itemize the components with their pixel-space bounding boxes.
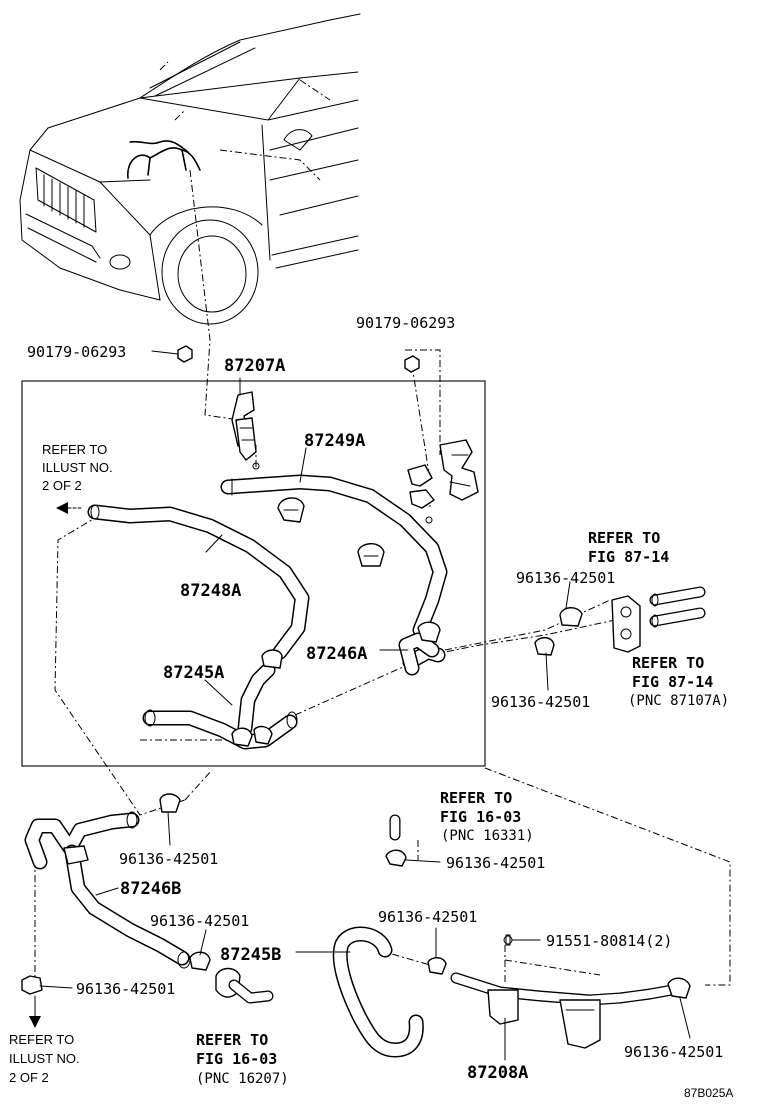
hose-87249A bbox=[220, 474, 448, 638]
ref-fig1603-mid-3: (PNC 16331) bbox=[441, 828, 534, 844]
reference-notes: REFER TO ILLUST NO. 2 OF 2 REFER TO FIG … bbox=[9, 442, 729, 1087]
ref-fig8714-lower-3: (PNC 87107A) bbox=[628, 693, 729, 709]
label-87208A: 87208A bbox=[467, 1063, 528, 1083]
label-96136-right-upper: 96136-42501 bbox=[516, 569, 615, 587]
label-87245A: 87245A bbox=[163, 663, 224, 683]
label-96136-left-1: 96136-42501 bbox=[119, 850, 218, 868]
ref-illust-lower-1: REFER TO bbox=[9, 1032, 74, 1047]
illustration-code: 87B025A bbox=[684, 1086, 733, 1100]
hose-87248A bbox=[87, 504, 310, 660]
label-87245B: 87245B bbox=[220, 945, 281, 965]
ref-fig8714-upper-1: REFER TO bbox=[588, 529, 660, 547]
label-90179-right: 90179-06293 bbox=[356, 314, 455, 332]
bracket-right bbox=[407, 439, 479, 524]
label-96136-left-2: 96136-42501 bbox=[150, 912, 249, 930]
label-96136-mid-2: 96136-42501 bbox=[378, 908, 477, 926]
hose-87246B bbox=[24, 811, 191, 969]
group-frame bbox=[21, 380, 486, 767]
label-leaders bbox=[39, 350, 691, 1061]
ref-illust-lower-2: ILLUST NO. bbox=[9, 1051, 80, 1066]
ref-fig8714-lower-1: REFER TO bbox=[632, 654, 704, 672]
label-91551: 91551-80814(2) bbox=[546, 932, 672, 950]
ref-illust-upper-2: ILLUST NO. bbox=[42, 460, 113, 475]
bracket-87207A bbox=[231, 391, 260, 470]
vehicle-illustration bbox=[19, 13, 361, 325]
label-87207A: 87207A bbox=[224, 356, 285, 376]
connector-right bbox=[611, 586, 706, 653]
ref-illust-lower-3: 2 OF 2 bbox=[9, 1070, 49, 1085]
direction-arrows bbox=[29, 502, 83, 1028]
hose-87246A bbox=[398, 632, 446, 676]
label-90179-left: 90179-06293 bbox=[27, 343, 126, 361]
ref-fig1603-bottom-2: FIG 16-03 bbox=[196, 1050, 277, 1068]
label-96136-right-bottom: 96136-42501 bbox=[624, 1043, 723, 1061]
pipe-87208A bbox=[450, 934, 691, 1049]
ref-fig1603-mid-2: FIG 16-03 bbox=[440, 808, 521, 826]
label-87248A: 87248A bbox=[180, 581, 241, 601]
ref-fig1603-mid-1: REFER TO bbox=[440, 789, 512, 807]
ref-fig8714-upper-2: FIG 87-14 bbox=[588, 548, 669, 566]
ref-illust-upper-3: 2 OF 2 bbox=[42, 478, 82, 493]
part-labels: 90179-06293 90179-06293 87207A 87249A 87… bbox=[27, 314, 723, 1083]
clamps-upper bbox=[231, 497, 583, 747]
label-87246B: 87246B bbox=[120, 879, 181, 899]
label-87249A: 87249A bbox=[304, 431, 365, 451]
ref-fig1603-bottom-1: REFER TO bbox=[196, 1031, 268, 1049]
ref-fig1603-bottom-3: (PNC 16207) bbox=[196, 1071, 289, 1087]
hose-87245B bbox=[332, 926, 424, 1058]
clamps-lower-left bbox=[21, 793, 274, 1004]
nut-top-right bbox=[404, 355, 420, 373]
ref-illust-upper-1: REFER TO bbox=[42, 442, 107, 457]
label-87246A: 87246A bbox=[306, 644, 367, 664]
label-96136-right-lower: 96136-42501 bbox=[491, 693, 590, 711]
label-96136-mid-1: 96136-42501 bbox=[446, 854, 545, 872]
label-96136-left-3: 96136-42501 bbox=[76, 980, 175, 998]
nut-top-left bbox=[177, 345, 193, 363]
pipe-mid bbox=[385, 814, 447, 975]
ref-fig8714-lower-2: FIG 87-14 bbox=[632, 673, 713, 691]
